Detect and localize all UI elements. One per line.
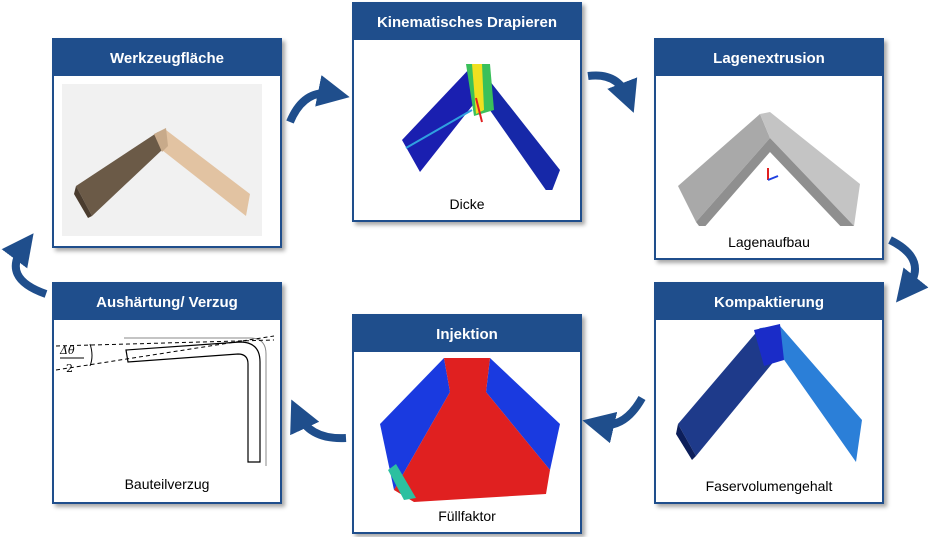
injection-fill-factor-image	[380, 358, 560, 502]
card-caption: Faservolumengehalt	[705, 478, 833, 494]
warpage-sketch: Δθ 2	[55, 335, 275, 466]
card-werkzeugflaeche: Werkzeugfläche	[52, 38, 282, 248]
arrow-lagen-to-kompakt	[888, 236, 929, 303]
formula-denominator: 2	[66, 362, 73, 375]
card-caption: Lagenaufbau	[728, 234, 810, 250]
card-kompaktierung: Kompaktierung Faservolumengehalt	[654, 282, 884, 504]
draping-thickness-image	[402, 64, 560, 190]
arrow-drapieren-to-lagen	[587, 71, 638, 113]
arrow-injektion-to-aushaertung	[290, 399, 347, 443]
card-title: Werkzeugfläche	[54, 40, 280, 76]
arrow-aushaertung-to-werkzeug	[1, 233, 48, 298]
card-title: Aushärtung/ Verzug	[54, 284, 280, 320]
card-title: Lagenextrusion	[656, 40, 882, 76]
card-caption: Bauteilverzug	[124, 476, 210, 492]
card-lagenextrusion: Lagenextrusion Lagenaufbau	[654, 38, 884, 260]
card-caption: Dicke	[449, 196, 485, 212]
card-title: Kompaktierung	[656, 284, 882, 320]
arrow-kompakt-to-injektion	[582, 395, 646, 444]
card-injektion: Injektion Füllfaktor	[352, 314, 582, 534]
card-title: Kinematisches Drapieren	[354, 4, 580, 40]
arrow-werkzeug-to-drapieren	[286, 75, 350, 124]
card-caption: Füllfaktor	[438, 508, 496, 524]
card-title: Injektion	[354, 316, 580, 352]
card-kinematisches-drapieren: Kinematisches Drapieren Dicke	[352, 2, 582, 222]
compaction-fiber-volume-image	[676, 324, 862, 462]
tool-surface-image	[62, 84, 262, 236]
layup-extrusion-image	[678, 112, 860, 226]
formula-numerator: Δθ	[59, 344, 75, 357]
card-aushaertung-verzug: Aushärtung/ Verzug Δθ 2 Bauteilverzug	[52, 282, 282, 504]
